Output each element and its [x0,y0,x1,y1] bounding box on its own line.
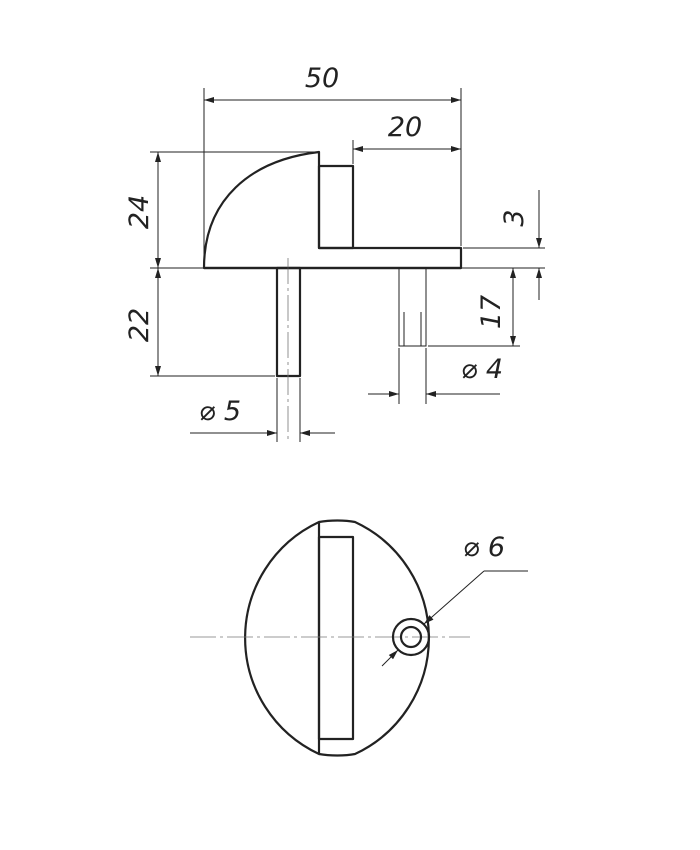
left-pin [275,266,302,378]
dim-pin-diameter: ⌀ 5 [199,396,241,427]
base-plate-outline-right [318,519,430,757]
dim-pin-length: 22 [124,308,155,342]
dim-overall-length: 50 [305,63,339,94]
side-view: 50 20 24 22 3 17 ⌀ 5 ⌀ 4 [124,63,545,442]
leader-line-d6 [423,570,485,625]
dim-height-top: 24 [124,195,155,229]
dim-hole-diameter: ⌀ 6 [463,532,505,563]
rubber-insert-top [317,535,355,741]
base-plate-outline [244,520,321,756]
top-view: ⌀ 6 [190,519,528,757]
mounting-hole-inner [399,625,423,649]
stopper-body-outline [202,150,463,270]
right-pin [398,268,427,347]
leader-line-d6 [381,649,399,667]
dim-offset-right: 20 [388,112,422,143]
dim-right-pin-diameter: ⌀ 4 [461,354,503,385]
rubber-insert [317,164,355,250]
dim-plate-thickness: 3 [499,209,530,226]
dim-right-pin-length: 17 [476,295,507,329]
mounting-hole-outer [391,617,431,657]
